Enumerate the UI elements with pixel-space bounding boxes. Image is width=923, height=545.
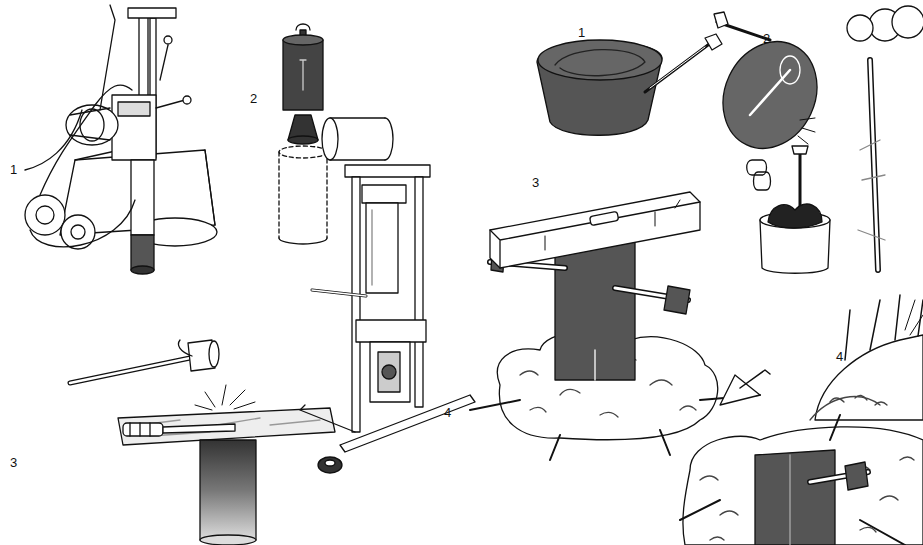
level-on-anchor bbox=[470, 192, 760, 460]
callout-number: 3 bbox=[532, 176, 539, 190]
pot-and-bolt bbox=[537, 34, 722, 135]
callout-number: 4 bbox=[836, 350, 843, 364]
callout-number: 3 bbox=[10, 456, 17, 470]
grouting-anchor bbox=[680, 295, 923, 545]
hammer-chisel-core bbox=[70, 340, 335, 545]
callout-number: 2 bbox=[250, 92, 257, 106]
anchor-parts bbox=[706, 6, 923, 273]
callout-number: 1 bbox=[10, 163, 17, 177]
callout-number: 1 bbox=[578, 26, 585, 40]
compression-press bbox=[300, 165, 475, 473]
callout-number: 4 bbox=[444, 406, 451, 420]
core-drill-rig bbox=[25, 5, 217, 274]
callout-number: 2 bbox=[763, 32, 770, 46]
